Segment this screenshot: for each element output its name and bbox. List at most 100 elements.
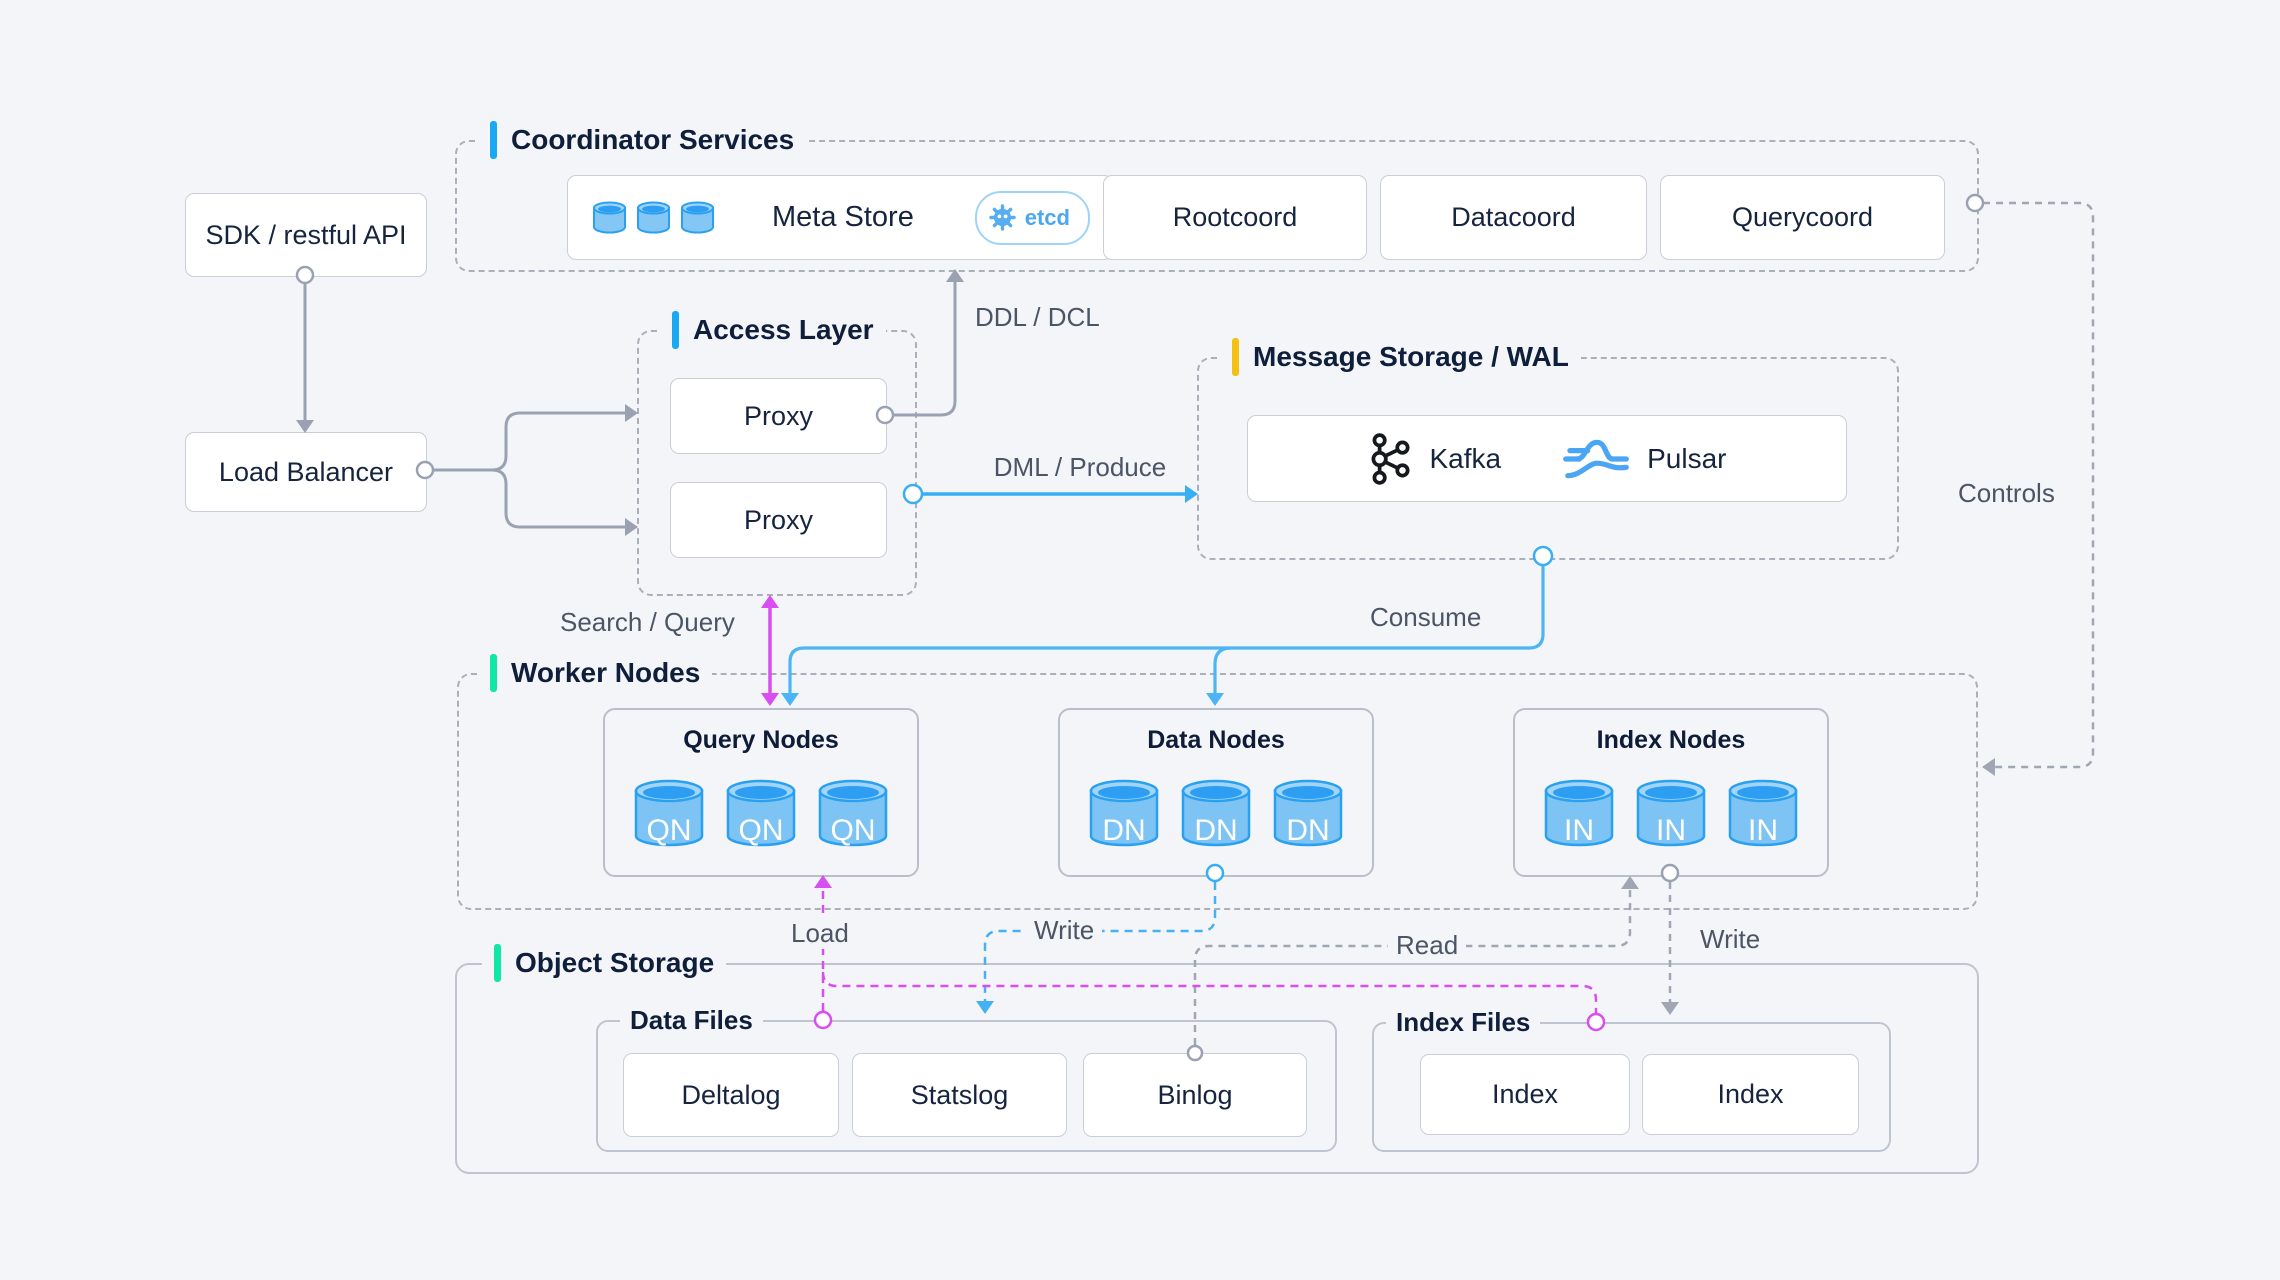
svg-text:IN: IN xyxy=(1564,814,1594,847)
consume-lines xyxy=(788,566,1545,693)
kafka-icon xyxy=(1371,432,1410,485)
database-cylinder-icon: IN xyxy=(1728,779,1798,847)
object-storage-title: Object Storage xyxy=(482,944,727,982)
database-cylinder-icon: QN xyxy=(634,779,704,847)
query-nodes-cylinders: QN QN QN xyxy=(605,776,917,856)
worker-nodes-group xyxy=(457,673,1978,910)
write-data-label: Write xyxy=(1026,915,1103,946)
pulsar-label: Pulsar xyxy=(1647,442,1727,474)
consume-arrowheads xyxy=(781,693,1224,706)
querycoord-label: Querycoord xyxy=(1731,202,1874,232)
gray-dashed-lines xyxy=(1193,201,2095,1045)
data-files-container xyxy=(596,1020,1337,1152)
coordinator-services-title: Coordinator Services xyxy=(478,121,807,159)
database-cylinder-icon: DN xyxy=(1089,779,1159,847)
loadbalancer-to-proxy2-line xyxy=(433,468,625,529)
pulsar-icon xyxy=(1563,439,1629,478)
load-balancer-label: Load Balancer xyxy=(218,456,394,487)
svg-text:IN: IN xyxy=(1656,814,1686,847)
query-nodes-box: Query Nodes QN QN QN xyxy=(603,708,919,877)
statslog-label: Statslog xyxy=(910,1079,1009,1110)
statslog-node: Statslog xyxy=(852,1053,1067,1137)
gray-dashed-arrowheads xyxy=(1621,758,1995,1015)
database-cylinders-icon xyxy=(593,201,714,233)
sdk-label: SDK / restful API xyxy=(205,219,407,250)
index-nodes-box: Index Nodes IN IN IN xyxy=(1513,708,1829,877)
database-cylinder-icon: DN xyxy=(1273,779,1343,847)
svg-text:QN: QN xyxy=(739,814,784,847)
index-file-label: Index xyxy=(1491,1079,1559,1109)
index-nodes-cylinders: IN IN IN xyxy=(1515,776,1827,856)
ddl-line xyxy=(893,282,957,417)
magenta-arrowheads xyxy=(761,595,832,888)
index-file-label: Index xyxy=(1717,1079,1784,1109)
index-file-node: Index xyxy=(1420,1054,1630,1135)
controls-label: Controls xyxy=(1958,478,2055,508)
database-cylinder-icon: QN xyxy=(818,779,888,847)
green-accent-bar xyxy=(490,654,497,692)
index-files-container xyxy=(1372,1022,1891,1152)
binlog-node: Binlog xyxy=(1083,1053,1307,1137)
database-cylinder-icon: IN xyxy=(1636,779,1706,847)
load-label: Load xyxy=(783,918,857,949)
etcd-label: etcd xyxy=(1024,204,1070,230)
data-nodes-title: Data Nodes xyxy=(1147,726,1285,754)
datacoord-node: Datacoord xyxy=(1380,175,1647,260)
index-file-node: Index xyxy=(1642,1054,1859,1135)
blue-accent-bar xyxy=(490,121,497,159)
worker-nodes-title: Worker Nodes xyxy=(478,654,713,692)
blue-accent-bar xyxy=(672,311,679,349)
query-nodes-title: Query Nodes xyxy=(683,726,839,754)
access-layer-title: Access Layer xyxy=(660,311,886,349)
search-query-label: Search / Query xyxy=(560,607,735,637)
meta-store-node: Meta Store etcd xyxy=(567,175,1113,260)
meta-store-label: Meta Store xyxy=(772,201,914,233)
proxy-node: Proxy xyxy=(670,482,887,558)
data-nodes-cylinders: DN DN DN xyxy=(1060,776,1372,856)
ddl-label: DDL / DCL xyxy=(975,302,1100,332)
index-files-title: Index Files xyxy=(1386,1005,1541,1039)
proxy-node: Proxy xyxy=(670,378,887,454)
write-index-label: Write xyxy=(1700,924,1761,954)
svg-text:QN: QN xyxy=(647,814,692,847)
kafka-label: Kafka xyxy=(1429,442,1502,474)
database-cylinder-icon: DN xyxy=(1181,779,1251,847)
data-files-title: Data Files xyxy=(620,1003,763,1037)
proxy-label: Proxy xyxy=(743,400,814,431)
deltalog-node: Deltalog xyxy=(623,1053,839,1137)
svg-text:IN: IN xyxy=(1748,814,1778,847)
read-label: Read xyxy=(1388,930,1467,961)
dml-label: DML / Produce xyxy=(993,452,1167,482)
etcd-badge: etcd xyxy=(974,190,1090,245)
gray-flow-lines xyxy=(303,282,957,529)
svg-text:QN: QN xyxy=(831,814,876,847)
data-nodes-box: Data Nodes DN DN DN xyxy=(1058,708,1374,877)
rootcoord-node: Rootcoord xyxy=(1103,175,1367,260)
connector-dots-blue xyxy=(902,483,1554,883)
proxy-label: Proxy xyxy=(743,504,814,535)
connector-dots-magenta xyxy=(813,1010,1606,1032)
message-storage-title: Message Storage / WAL xyxy=(1220,338,1581,376)
datacoord-label: Datacoord xyxy=(1451,202,1576,232)
yellow-accent-bar xyxy=(1232,338,1239,376)
binlog-label: Binlog xyxy=(1157,1079,1233,1110)
database-cylinder-icon: IN xyxy=(1544,779,1614,847)
svg-text:DN: DN xyxy=(1286,814,1329,847)
querycoord-node: Querycoord xyxy=(1660,175,1945,260)
etcd-gear-icon xyxy=(989,204,1016,231)
green-accent-bar xyxy=(494,944,501,982)
database-cylinder-icon: QN xyxy=(726,779,796,847)
loadbalancer-to-proxy1-line xyxy=(433,411,625,472)
load-balancer-node: Load Balancer xyxy=(185,432,427,512)
object-storage-container xyxy=(455,963,1979,1174)
deltalog-label: Deltalog xyxy=(681,1079,781,1110)
consume-label: Consume xyxy=(1370,602,1482,632)
svg-text:DN: DN xyxy=(1194,814,1237,847)
load-lines xyxy=(821,888,1598,1013)
index-nodes-title: Index Nodes xyxy=(1596,726,1746,754)
svg-text:DN: DN xyxy=(1102,814,1145,847)
gray-arrowheads xyxy=(296,269,964,536)
rootcoord-label: Rootcoord xyxy=(1172,202,1298,232)
